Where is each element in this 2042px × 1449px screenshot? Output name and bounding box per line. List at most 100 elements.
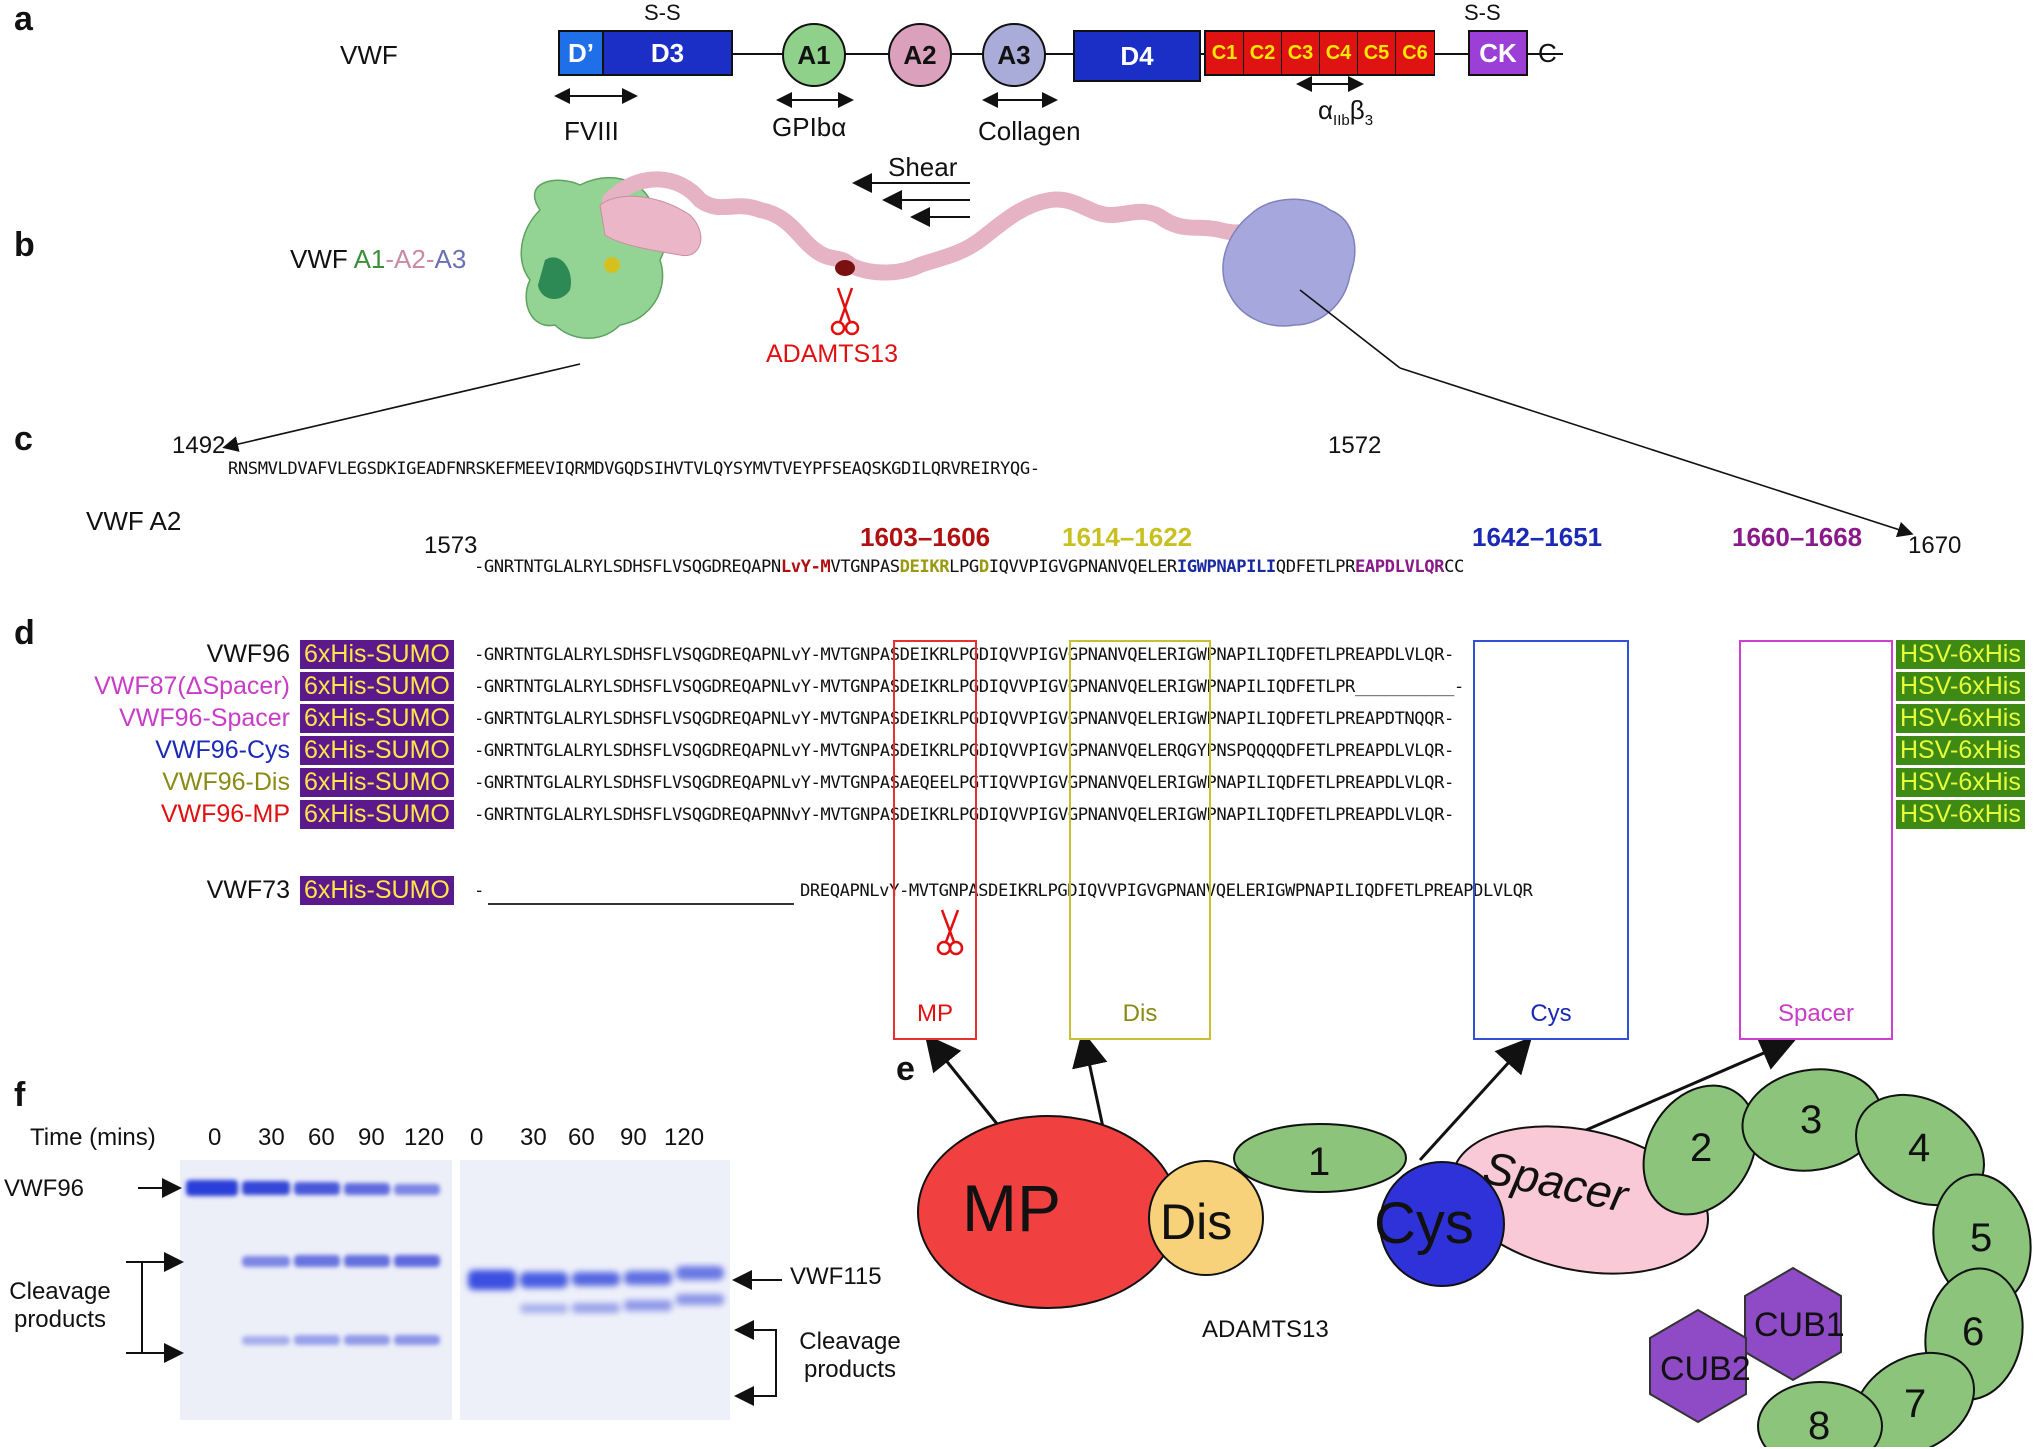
a1-yellow-spot bbox=[604, 257, 620, 273]
collagen-binding-label: Collagen bbox=[978, 116, 1081, 146]
gpib-binding-label: GPIbα bbox=[772, 112, 847, 142]
band-vwf96-t0 bbox=[186, 1180, 238, 1196]
band-vwf115-product-t120 bbox=[676, 1294, 724, 1305]
region-label-cys: 1642–1651 bbox=[1472, 522, 1603, 552]
cub1-label: CUB1 bbox=[1754, 1306, 1845, 1344]
dis-domain-label: Dis bbox=[1160, 1194, 1233, 1250]
mp-box-label: MP bbox=[917, 1000, 953, 1027]
band-product-lower-t30 bbox=[242, 1336, 290, 1345]
time-90-right: 90 bbox=[620, 1124, 647, 1151]
construct-sequence: -GNRTNTGLALRYLSDHSFLVSQGDREQAPNLvY-MVTGN… bbox=[474, 677, 1464, 697]
vwf-a1-a2-a3-structure bbox=[222, 171, 1914, 538]
band-vwf96-t60 bbox=[294, 1182, 340, 1195]
a2-domain-chain bbox=[602, 171, 1268, 281]
construct-name: VWF87(ΔSpacer) bbox=[94, 672, 290, 700]
adamts13-domain-diagram bbox=[917, 1040, 2032, 1447]
seq2-end-number: 1670 bbox=[1908, 532, 1962, 559]
band-vwf115-t90 bbox=[624, 1271, 672, 1285]
band-vwf96-t90 bbox=[344, 1183, 390, 1195]
domain-c2: C2 bbox=[1244, 32, 1282, 74]
panel-letter-b: b bbox=[14, 226, 35, 264]
cys-exosite-box bbox=[1473, 640, 1629, 1040]
time-60-right: 60 bbox=[568, 1124, 595, 1151]
hsv-tag: HSV-6xHis bbox=[1896, 736, 2025, 765]
domain-a3: A3 bbox=[982, 23, 1046, 87]
a2-sequence-line-1: RNSMVLDVAFVLEGSDKIGEADFNRSKEFMEEVIQRMDVG… bbox=[228, 459, 1040, 479]
domain-d3: D3 bbox=[602, 30, 733, 76]
a3-domain-surface bbox=[1222, 198, 1356, 327]
seq1-start-number: 1492 bbox=[172, 432, 226, 459]
mp-domain-label: MP bbox=[962, 1171, 1061, 1245]
sumo-tag: 6xHis-SUMO bbox=[300, 800, 454, 829]
domain-c1: C1 bbox=[1206, 32, 1244, 74]
hsv-tag: HSV-6xHis bbox=[1896, 768, 2025, 797]
adamts13-label: ADAMTS13 bbox=[1202, 1316, 1329, 1343]
domain-c4: C4 bbox=[1320, 32, 1358, 74]
tsp8-label: 8 bbox=[1808, 1404, 1831, 1448]
band-vwf115-t60 bbox=[572, 1272, 620, 1286]
region-label-dis: 1614–1622 bbox=[1062, 522, 1193, 552]
hsv-tag: HSV-6xHis bbox=[1896, 704, 2025, 733]
dis-box-label: Dis bbox=[1122, 1000, 1158, 1027]
construct-name: VWF96-Cys bbox=[155, 736, 290, 764]
panel-letter-e: e bbox=[896, 1050, 915, 1088]
domain-ck: CK bbox=[1468, 30, 1528, 76]
construct-sequence: DREQAPNLvY-MVTGNPASDEIKRLPGDIQVVPIGVGPNA… bbox=[800, 881, 1533, 901]
time-30-left: 30 bbox=[258, 1124, 285, 1151]
a2-sequence-line-2: -GNRTNTGLALRYLSDHSFLVSQGDREQAPNLvY-MVTGN… bbox=[474, 557, 1464, 577]
panel-letter-d: d bbox=[14, 614, 35, 652]
tsp4-label: 4 bbox=[1908, 1126, 1931, 1170]
cys-box-label: Cys bbox=[1530, 1000, 1572, 1027]
zoom-line-right-a bbox=[1299, 289, 1401, 369]
tsp2-label: 2 bbox=[1690, 1126, 1713, 1170]
domain-a1: A1 bbox=[782, 23, 846, 87]
domain-c3: C3 bbox=[1282, 32, 1320, 74]
zoom-line-left bbox=[222, 363, 581, 452]
band-product-lower-t90 bbox=[344, 1335, 390, 1345]
a1-dark-patch bbox=[538, 257, 571, 300]
band-product-lower-t60 bbox=[294, 1335, 340, 1345]
construct-name: VWF96 bbox=[206, 640, 290, 668]
sumo-tag: 6xHis-SUMO bbox=[300, 640, 454, 669]
domain-a2: A2 bbox=[888, 23, 952, 87]
panel-letter-c: c bbox=[14, 420, 33, 458]
tsp1-label: 1 bbox=[1308, 1140, 1331, 1184]
time-axis-label: Time (mins) bbox=[30, 1124, 156, 1151]
cleavage-site-mark bbox=[835, 260, 855, 276]
dis-exosite-box bbox=[1069, 640, 1211, 1040]
band-vwf115-product-t60 bbox=[572, 1303, 620, 1313]
disulfide-label-right: S-S bbox=[1464, 0, 1501, 25]
time-30-right: 30 bbox=[520, 1124, 547, 1151]
sumo-tag: 6xHis-SUMO bbox=[300, 768, 454, 797]
scissors-icon bbox=[830, 287, 860, 336]
time-0-left: 0 bbox=[208, 1124, 222, 1151]
construct-name: VWF96-Spacer bbox=[119, 704, 290, 732]
adamts13-cleavage-label: ADAMTS13 bbox=[766, 340, 898, 368]
c-terminus-label: C bbox=[1538, 38, 1557, 68]
sds-page-gels bbox=[180, 1160, 730, 1420]
band-vwf115-t30 bbox=[520, 1272, 568, 1288]
shear-label: Shear bbox=[888, 152, 958, 182]
vwf115-band-label: VWF115 bbox=[790, 1263, 882, 1290]
arrow-cys bbox=[1418, 1040, 1533, 1162]
fviii-binding-label: FVIII bbox=[564, 116, 619, 146]
construct-name: VWF96-MP bbox=[160, 800, 290, 828]
tsp3-label: 3 bbox=[1800, 1098, 1823, 1142]
a2-domain-globule bbox=[599, 195, 702, 257]
hsv-tag: HSV-6xHis bbox=[1896, 640, 2025, 669]
panel-letter-f: f bbox=[14, 1076, 26, 1114]
band-product-upper-t30 bbox=[242, 1256, 290, 1267]
vwf-a2-label: VWF A2 bbox=[86, 506, 182, 536]
seq2-start-number: 1573 bbox=[424, 532, 478, 559]
domain-c5: C5 bbox=[1358, 32, 1396, 74]
sumo-tag: 6xHis-SUMO bbox=[300, 876, 454, 905]
dis-domain bbox=[1148, 1160, 1264, 1276]
tsp8-domain bbox=[1757, 1381, 1883, 1447]
construct-dash: - bbox=[474, 881, 484, 901]
domain-d4: D4 bbox=[1073, 30, 1201, 82]
construct-name: VWF73 bbox=[206, 876, 290, 904]
sumo-tag: 6xHis-SUMO bbox=[300, 736, 454, 765]
band-product-upper-t120 bbox=[394, 1255, 440, 1267]
